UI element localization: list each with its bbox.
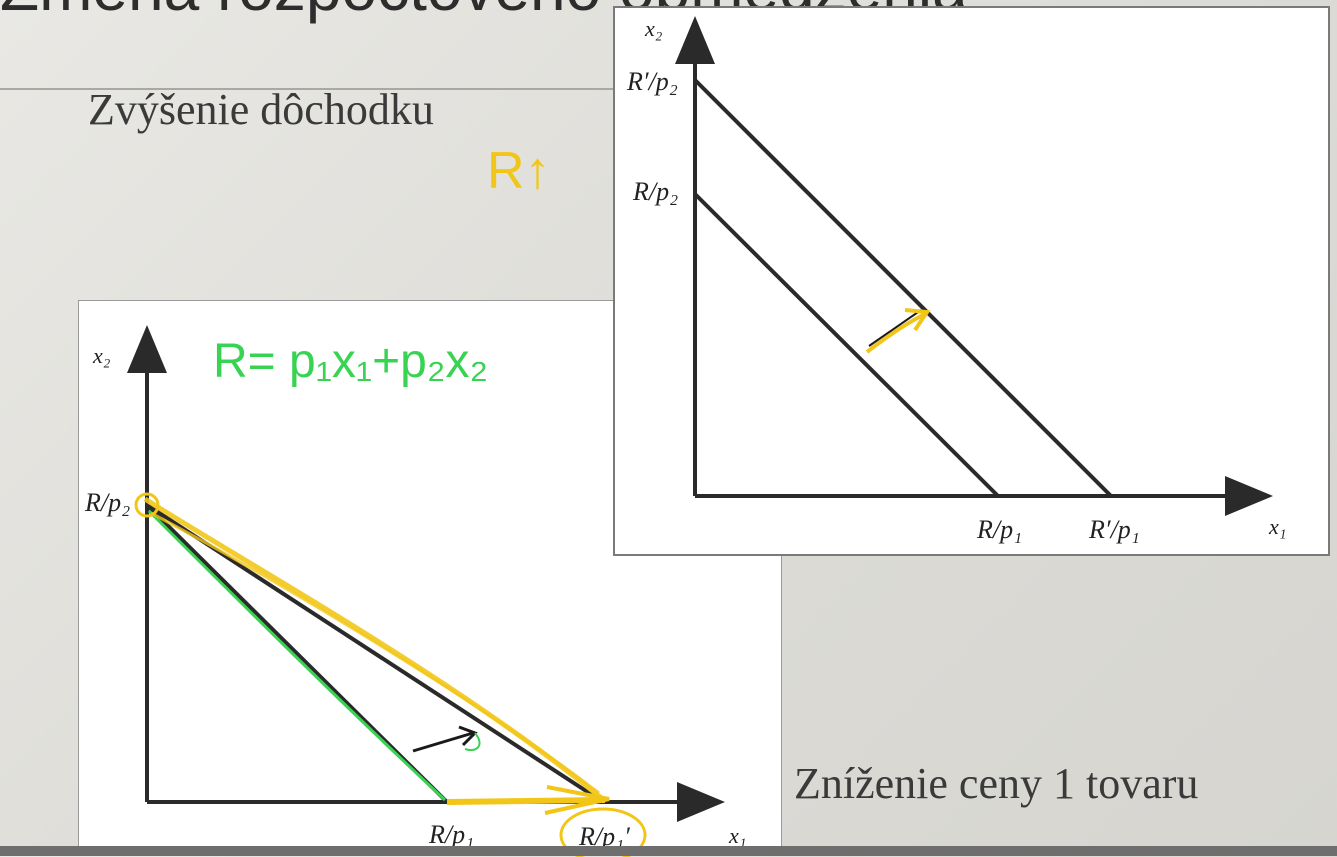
shift-arrow — [412, 731, 474, 753]
diagram-income-increase: x₂ x₁ R′/p₂ R/p₂ R/p₁ R′/p₁ — [613, 6, 1330, 556]
budget-line-old — [145, 503, 449, 804]
y-intercept-label: R/p₂ — [84, 488, 130, 517]
yellow-highlight-new-line — [143, 496, 607, 803]
yellow-shift-arrow — [865, 312, 926, 354]
y-intercept-old-label: R/p₂ — [632, 177, 678, 206]
yellow-shift-arrow-head — [904, 308, 931, 332]
y-intercept-new-label: R′/p₂ — [626, 67, 678, 96]
budget-equation: R= p₁x₁+p₂x₂ — [213, 335, 488, 388]
x-intercept-new-label: R′/p₁ — [1088, 515, 1140, 544]
budget-line-new — [693, 78, 1113, 498]
y-axis-label: x₂ — [92, 343, 111, 368]
diagram-price-svg: x₂ x₁ R/p₂ R/p₁ R/p₁′ R= p₁x₁+p₂x₂ — [84, 325, 746, 857]
title-divider — [0, 88, 640, 90]
income-increase-annotation: R↑ — [487, 142, 551, 198]
heading-price-decrease: Zníženie ceny 1 tovaru — [794, 759, 1199, 808]
yellow-circle-new-x-intercept — [559, 807, 647, 857]
y-axis-label: x₂ — [644, 16, 663, 41]
yellow-circle-y-intercept — [134, 492, 160, 518]
x-axis-label: x₁ — [728, 823, 746, 848]
budget-line-old — [693, 192, 1000, 498]
yellow-highlight-new-line-2 — [150, 511, 600, 795]
yellow-arrow-head — [544, 785, 610, 815]
green-highlight-stroke — [147, 509, 447, 802]
bottom-bar — [0, 846, 1337, 856]
heading-income-increase: Zvýšenie dôchodku — [88, 85, 434, 134]
income-note-text: R↑ — [487, 142, 551, 198]
x-intercept-old-label: R/p₁ — [428, 820, 474, 849]
yellow-shift-arrow-shadow — [868, 309, 922, 347]
shift-arrow-green — [464, 732, 481, 751]
budget-line-new — [145, 503, 605, 804]
x-intercept-old-label: R/p₁ — [976, 515, 1022, 544]
x-axis-label: x₁ — [1268, 514, 1286, 539]
yellow-highlight-x-axis — [446, 797, 606, 805]
diagram-income-svg: x₂ x₁ R′/p₂ R/p₂ R/p₁ R′/p₁ — [626, 16, 1286, 544]
